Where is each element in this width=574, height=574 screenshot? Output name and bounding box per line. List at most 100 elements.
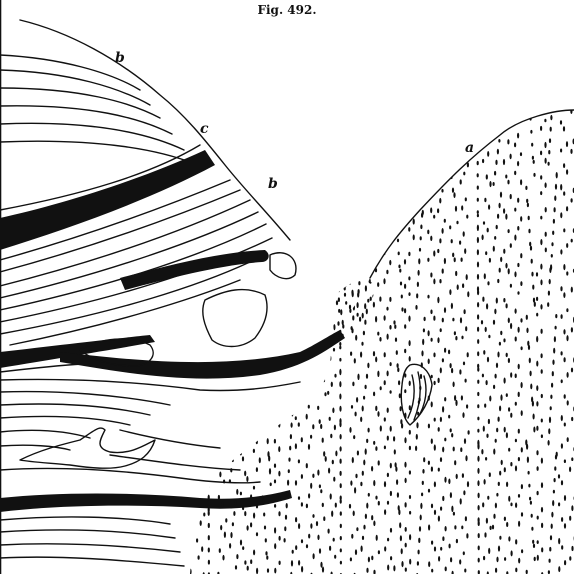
granite-speck — [364, 117, 366, 122]
granite-speck — [397, 239, 399, 243]
granite-speck — [571, 417, 573, 421]
granite-speck — [537, 540, 539, 544]
granite-speck — [421, 493, 423, 497]
granite-speck — [207, 239, 209, 245]
granite-speck — [336, 300, 338, 305]
granite-speck — [534, 302, 536, 307]
granite-speck — [306, 414, 308, 420]
coal-band-c — [0, 150, 215, 250]
granite-speck — [497, 352, 499, 358]
granite-speck — [488, 204, 490, 209]
granite-speck — [274, 349, 276, 355]
granite-speck — [283, 399, 285, 405]
granite-speck — [327, 210, 329, 214]
granite-speck — [430, 273, 432, 278]
granite-speck — [253, 449, 255, 453]
granite-speck — [423, 187, 425, 193]
granite-speck — [278, 188, 280, 192]
granite-speck — [273, 130, 275, 136]
granite-speck — [541, 458, 543, 464]
granite-speck — [416, 164, 418, 168]
granite-speck — [561, 480, 563, 485]
granite-speck — [508, 268, 510, 274]
granite-speck — [200, 470, 202, 474]
granite-speck — [501, 460, 503, 465]
granite-speck — [440, 417, 442, 422]
granite-speck — [253, 347, 255, 353]
granite-speck — [441, 189, 443, 193]
granite-speck — [232, 392, 234, 398]
granite-speck — [431, 438, 433, 444]
granite-speck — [484, 532, 486, 537]
granite-speck — [207, 419, 209, 423]
granite-speck — [386, 177, 388, 183]
granite-speck — [531, 272, 533, 277]
granite-speck — [335, 272, 337, 277]
granite-speck — [451, 506, 453, 512]
granite-speck — [291, 153, 293, 157]
granite-speck — [349, 504, 351, 509]
granite-speck — [401, 561, 403, 567]
granite-speck — [529, 103, 531, 109]
granite-speck — [208, 482, 210, 488]
granite-speck — [399, 393, 401, 398]
granite-speck — [496, 225, 498, 229]
granite-speck — [396, 350, 398, 355]
granite-speck — [517, 226, 519, 231]
granite-speck — [340, 483, 342, 488]
granite-speck — [397, 108, 399, 113]
granite-speck — [477, 314, 479, 319]
granite-speck — [548, 570, 550, 574]
granite-speck — [368, 214, 370, 219]
granite-speck — [404, 284, 406, 289]
granite-speck — [375, 187, 377, 192]
granite-speck — [482, 159, 484, 163]
granite-speck — [222, 296, 224, 302]
granite-speck — [465, 516, 467, 521]
granite-speck — [536, 401, 538, 406]
granite-speck — [235, 500, 237, 505]
granite-speck — [349, 280, 351, 284]
granite-speck — [492, 525, 494, 530]
granite-speck — [566, 206, 568, 211]
granite-speck — [518, 558, 520, 564]
granite-speck — [219, 128, 221, 133]
granite-speck — [477, 133, 479, 138]
granite-speck — [450, 109, 452, 115]
granite-speck — [496, 557, 498, 563]
granite-speck — [430, 171, 432, 177]
granite-speck — [357, 292, 359, 298]
granite-speck — [222, 555, 224, 561]
granite-speck — [265, 159, 267, 163]
granite-speck — [224, 197, 226, 203]
granite-speck — [515, 568, 517, 573]
granite-speck — [386, 307, 388, 311]
granite-speck — [443, 129, 445, 134]
granite-speck — [253, 550, 255, 556]
granite-speck — [352, 315, 354, 320]
granite-speck — [321, 372, 323, 378]
granite-speck — [398, 509, 400, 515]
granite-speck — [438, 468, 440, 472]
granite-speck — [390, 426, 392, 432]
granite-speck — [415, 305, 417, 310]
granite-speck — [428, 489, 430, 493]
granite-speck — [566, 271, 568, 275]
granite-speck — [449, 160, 451, 165]
granite-speck — [357, 313, 359, 317]
granite-speck — [329, 274, 331, 278]
granite-speck — [405, 478, 407, 483]
granite-speck — [438, 516, 440, 522]
granite-speck — [350, 480, 352, 485]
granite-speck — [373, 261, 375, 267]
granite-speck — [419, 118, 421, 124]
granite-speck — [252, 319, 254, 325]
granite-speck — [289, 316, 291, 322]
granite-speck — [492, 117, 494, 122]
granite-speck — [288, 469, 290, 473]
granite-speck — [312, 206, 314, 211]
granite-speck — [340, 446, 342, 451]
granite-speck — [477, 108, 479, 113]
granite-speck — [563, 329, 565, 334]
granite-speck — [487, 228, 489, 233]
